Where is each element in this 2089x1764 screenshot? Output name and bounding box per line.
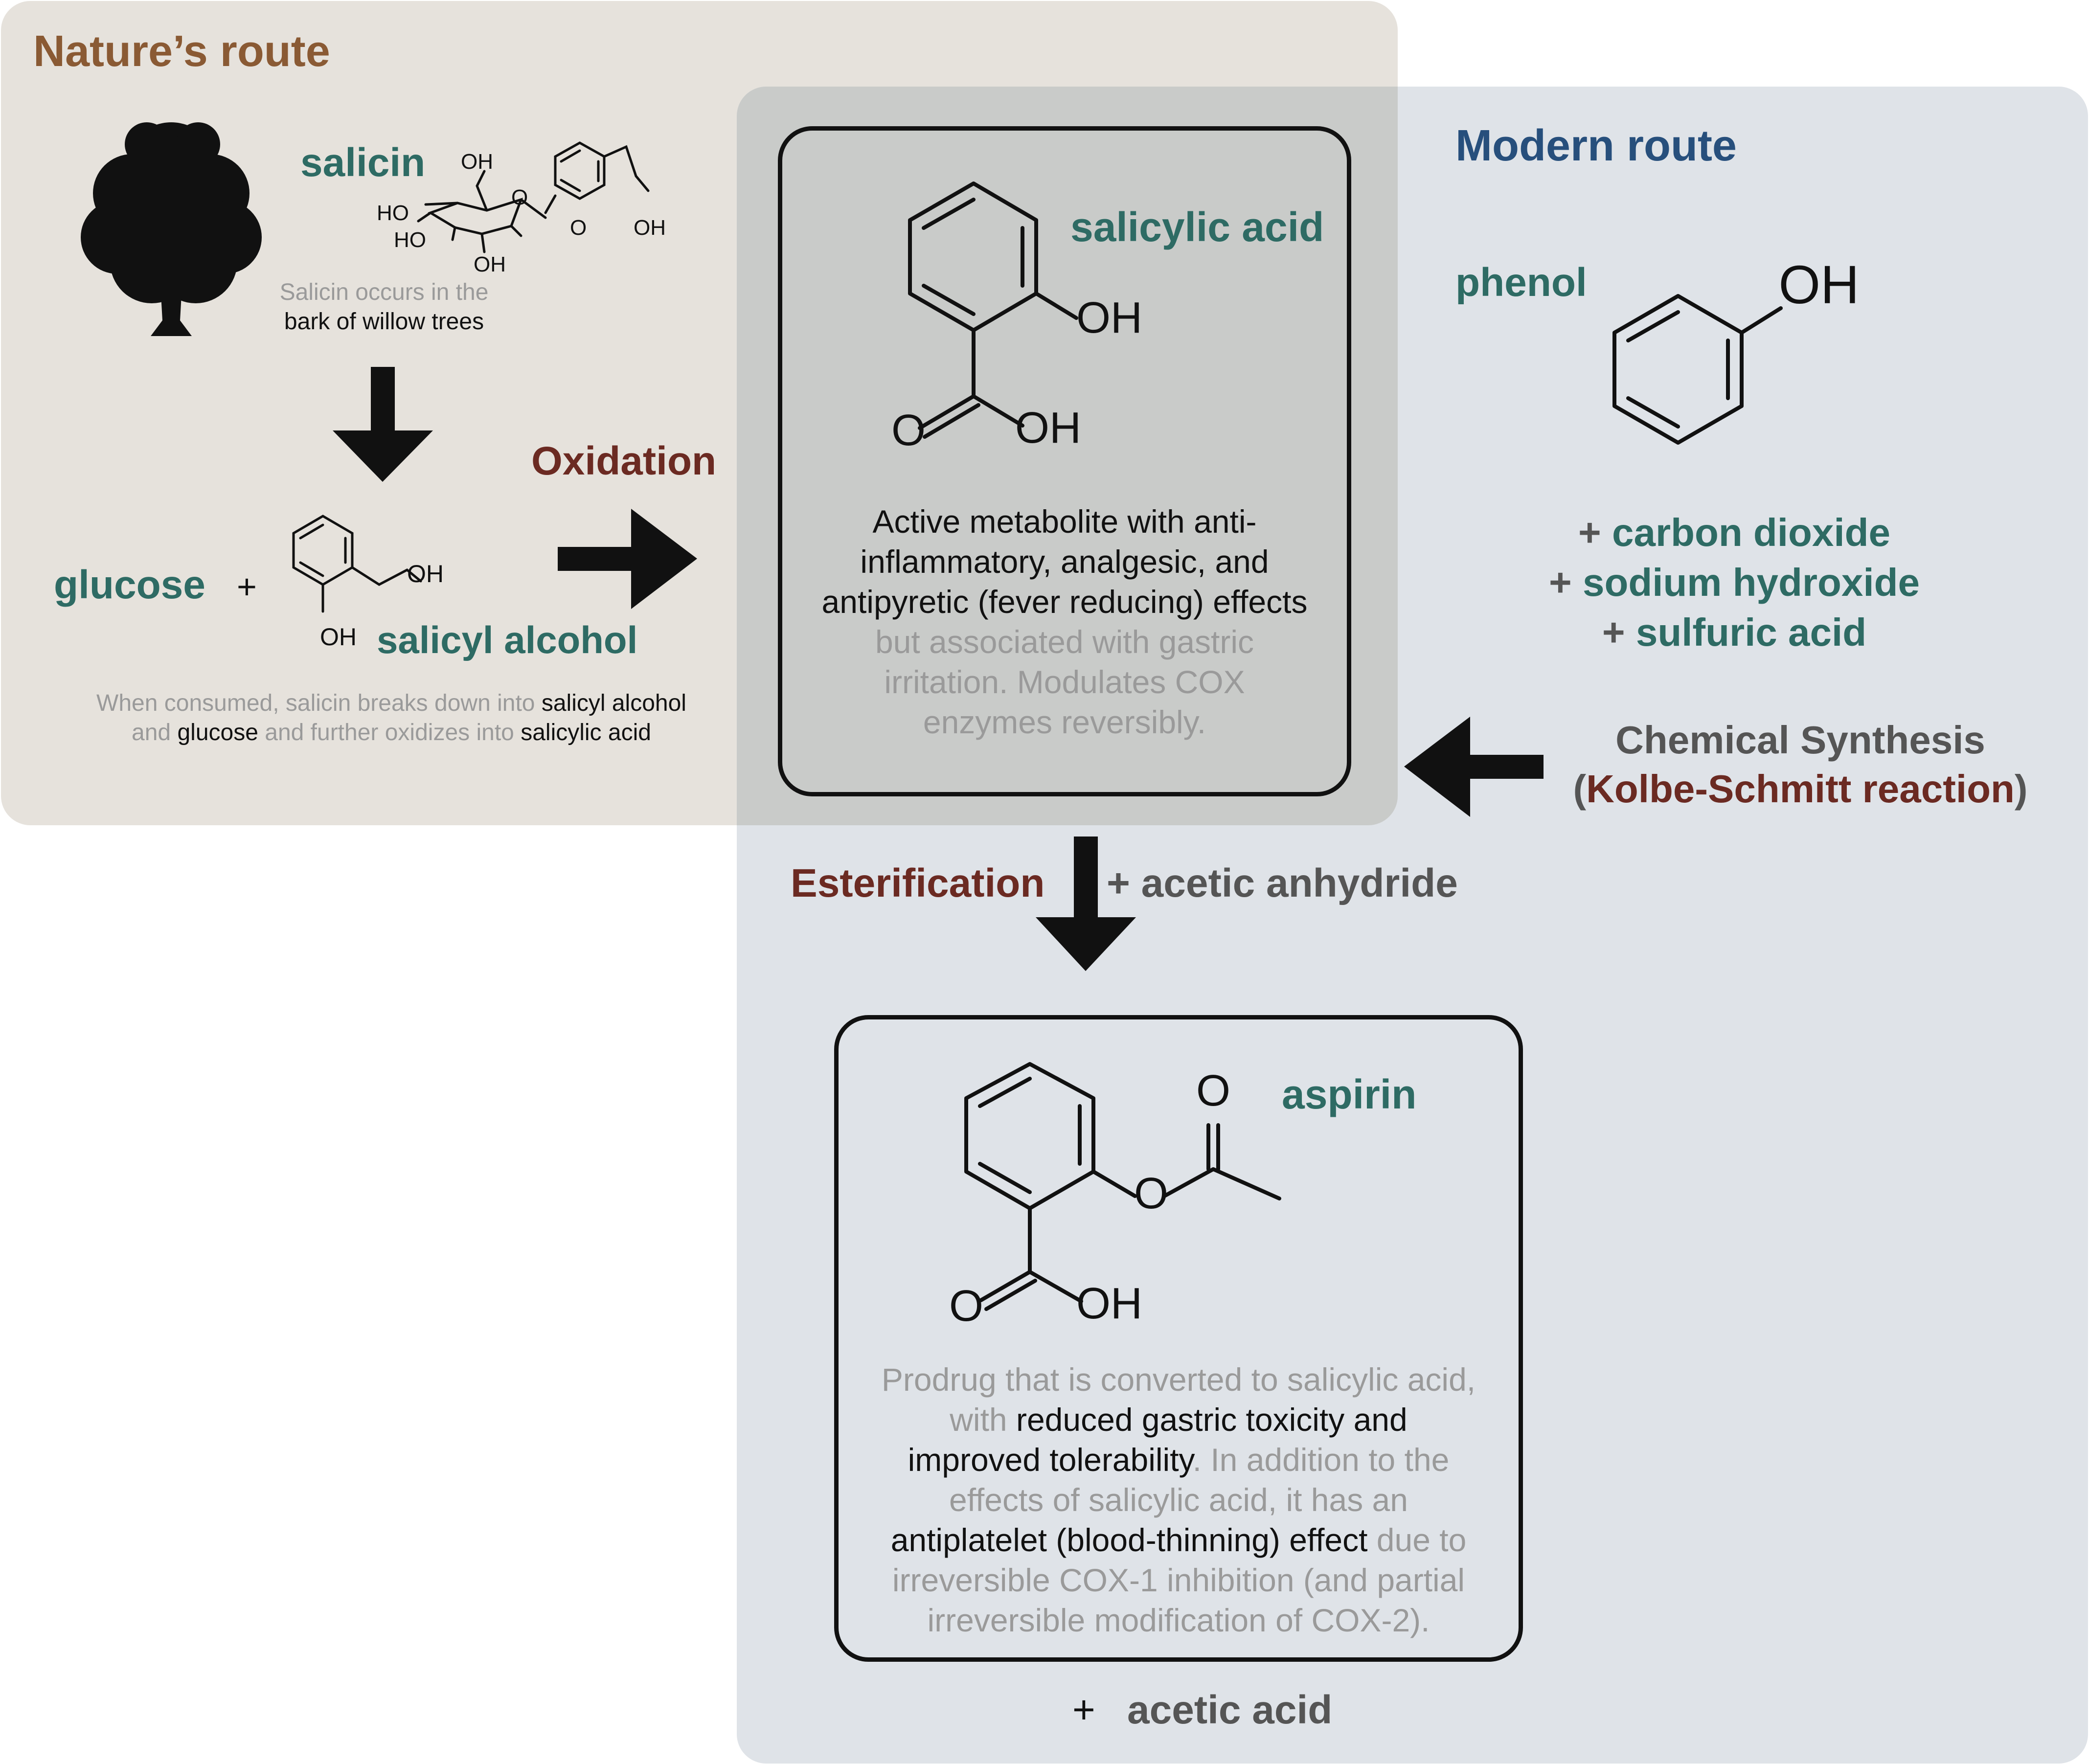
salicin-note-line2: bark of willow trees	[284, 309, 484, 335]
svg-text:O: O	[891, 406, 926, 455]
salicylic-desc-line4: but associated with gastric	[875, 624, 1254, 660]
esterification-reagent: + acetic anhydride	[1107, 861, 1458, 905]
salicylic-desc-line3: antipyretic (fever reducing) effects	[821, 584, 1308, 620]
salicylic-acid-label: salicylic acid	[1070, 204, 1324, 250]
salicyl-alcohol-label: salicyl alcohol	[377, 618, 638, 661]
phenol-label: phenol	[1455, 260, 1587, 305]
svg-text:OH: OH	[407, 560, 444, 588]
salicin-label: salicin	[300, 140, 426, 185]
aspirin-desc-line4: effects of salicylic acid, it has an	[949, 1482, 1408, 1518]
aspirin-structure: O O OH O	[949, 1062, 1281, 1331]
glucose-label: glucose	[54, 563, 205, 607]
salicylic-desc-line1: Active metabolite with anti-	[872, 503, 1257, 540]
svg-text:OH: OH	[1779, 255, 1860, 315]
reagent-1: + carbon dioxide	[1578, 511, 1890, 554]
svg-text:O: O	[949, 1282, 983, 1331]
aspirin-desc-line7: irreversible modification of COX-2).	[927, 1602, 1430, 1638]
arrow-left-icon	[1404, 717, 1544, 817]
svg-text:OH: OH	[461, 150, 493, 174]
aspirin-desc-line2: with reduced gastric toxicity and	[950, 1402, 1408, 1438]
breakdown-note-line2: and glucose and further oxidizes into sa…	[132, 720, 651, 746]
byproduct-acetic-acid: acetic acid	[1127, 1688, 1333, 1732]
arrow-down-icon	[1036, 837, 1136, 971]
svg-text:OH: OH	[1076, 294, 1142, 342]
salicylic-acid-box	[778, 126, 1351, 796]
byproduct-plus: +	[1072, 1688, 1095, 1731]
aspirin-desc-line5: antiplatelet (blood-thinning) effect due…	[890, 1522, 1467, 1558]
aspirin-box	[834, 1015, 1523, 1662]
phenol-structure: OH	[1612, 255, 1860, 445]
svg-text:O: O	[511, 185, 528, 209]
salicyl-alcohol-structure: OH OH	[292, 515, 444, 651]
breakdown-note-line1: When consumed, salicin breaks down into …	[96, 690, 686, 716]
tree-icon	[81, 122, 262, 336]
synthesis-line1: Chemical Synthesis	[1615, 718, 1985, 762]
nature-route-title: Nature’s route	[33, 27, 330, 76]
reagent-2: + sodium hydroxide	[1549, 561, 1920, 604]
modern-route-title: Modern route	[1455, 121, 1737, 170]
svg-text:OH: OH	[474, 252, 506, 276]
aspirin-label: aspirin	[1282, 1071, 1417, 1117]
svg-text:OH: OH	[320, 623, 357, 651]
salicylic-desc-line5: irritation. Modulates COX	[884, 664, 1245, 700]
salicin-structure: OH O HO HO OH O OH	[377, 141, 666, 276]
panel-overlap-region	[737, 87, 1398, 825]
svg-text:HO: HO	[377, 201, 409, 225]
arrow-right-icon	[558, 509, 697, 609]
arrow-down-icon	[333, 367, 433, 482]
svg-text:OH: OH	[634, 216, 666, 240]
svg-text:OH: OH	[1076, 1279, 1142, 1328]
reagent-3: + sulfuric acid	[1602, 611, 1867, 654]
synthesis-line2: (Kolbe-Schmitt reaction)	[1573, 767, 2028, 811]
svg-text:O: O	[1196, 1066, 1230, 1115]
svg-text:O: O	[570, 216, 587, 240]
esterification-label: Esterification	[791, 861, 1045, 905]
salicylic-desc-line2: inflammatory, analgesic, and	[860, 543, 1269, 580]
svg-text:O: O	[1134, 1169, 1168, 1218]
svg-text:HO: HO	[394, 228, 426, 252]
aspirin-desc-line6: irreversible COX-1 inhibition (and parti…	[892, 1562, 1465, 1598]
aspirin-desc-line3: improved tolerability. In addition to th…	[908, 1442, 1450, 1478]
aspirin-desc-line1: Prodrug that is converted to salicylic a…	[881, 1361, 1476, 1398]
salicylic-acid-structure: OH OH O	[891, 181, 1142, 455]
salicylic-desc-line6: enzymes reversibly.	[923, 704, 1206, 740]
plus-sign: +	[237, 567, 257, 606]
salicin-note-line1: Salicin occurs in the	[279, 279, 489, 305]
svg-text:OH: OH	[1015, 404, 1081, 452]
oxidation-label: Oxidation	[531, 439, 717, 483]
